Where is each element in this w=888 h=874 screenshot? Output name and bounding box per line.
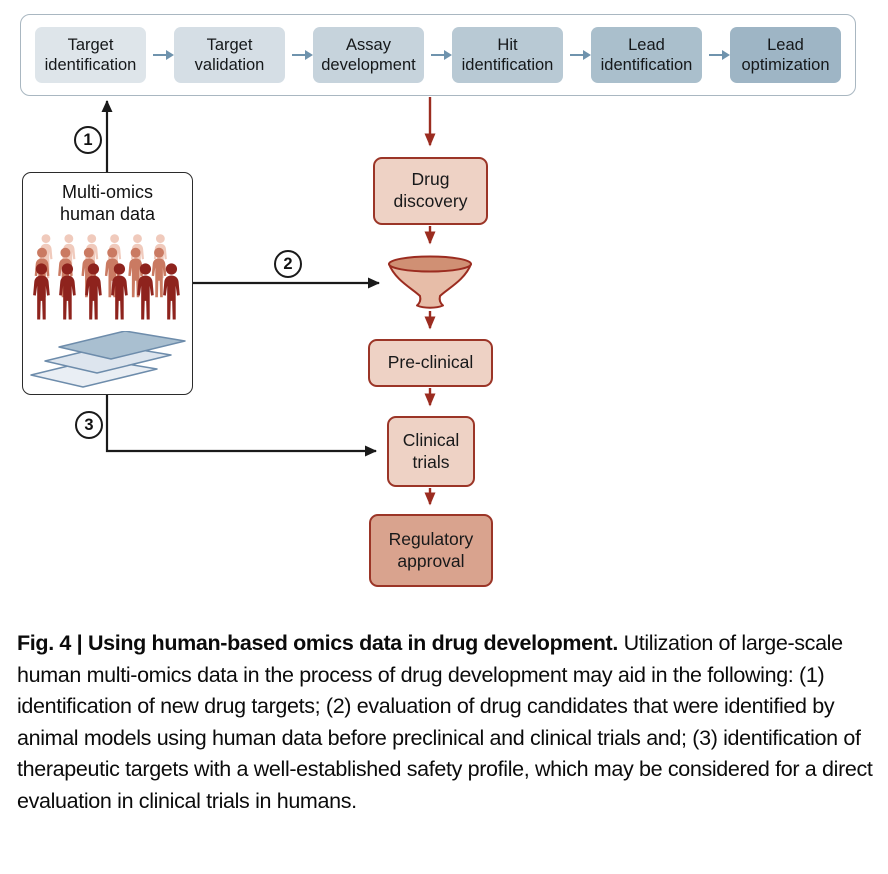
human-crowd-icon (33, 234, 180, 320)
drug-development-diagram: Target identification Target validation … (20, 14, 856, 587)
data-layer-top (58, 331, 186, 360)
path-marker-3: 3 (75, 411, 103, 439)
multi-omics-box: Multi-omics human data (22, 172, 193, 395)
figure-caption: Fig. 4 | Using human-based omics data in… (17, 628, 873, 818)
data-layers-icon (30, 331, 186, 388)
clinical-trials-box: Clinical trials (387, 416, 475, 487)
stage-target-identification: Target identification (35, 27, 146, 83)
stage-arrow-icon (153, 48, 174, 61)
path-marker-1: 1 (74, 126, 102, 154)
figure-caption-title: Fig. 4 | Using human-based omics data in… (17, 631, 618, 655)
stage-hit-identification: Hit identification (452, 27, 563, 83)
pre-clinical-box: Pre-clinical (368, 339, 493, 387)
stage-arrow-icon (709, 48, 730, 61)
stage-arrow-icon (431, 48, 452, 61)
stage-arrow-icon (570, 48, 591, 61)
figure-caption-text: Utilization of large-scale human multi-o… (17, 631, 873, 813)
stage-target-validation: Target validation (174, 27, 285, 83)
stage-assay-development: Assay development (313, 27, 424, 83)
regulatory-approval-box: Regulatory approval (369, 514, 493, 587)
stage-lead-optimization: Lead optimization (730, 27, 841, 83)
drug-discovery-box: Drug discovery (373, 157, 488, 225)
arrow-3-omics-to-clinical-trials (105, 394, 377, 457)
stage-arrow-icon (292, 48, 313, 61)
multi-omics-title: Multi-omics human data (59, 182, 156, 224)
drug-dev-pipeline: Target identification Target validation … (20, 14, 856, 96)
stage-lead-identification: Lead identification (591, 27, 702, 83)
funnel-icon (388, 255, 472, 309)
path-marker-2: 2 (274, 250, 302, 278)
